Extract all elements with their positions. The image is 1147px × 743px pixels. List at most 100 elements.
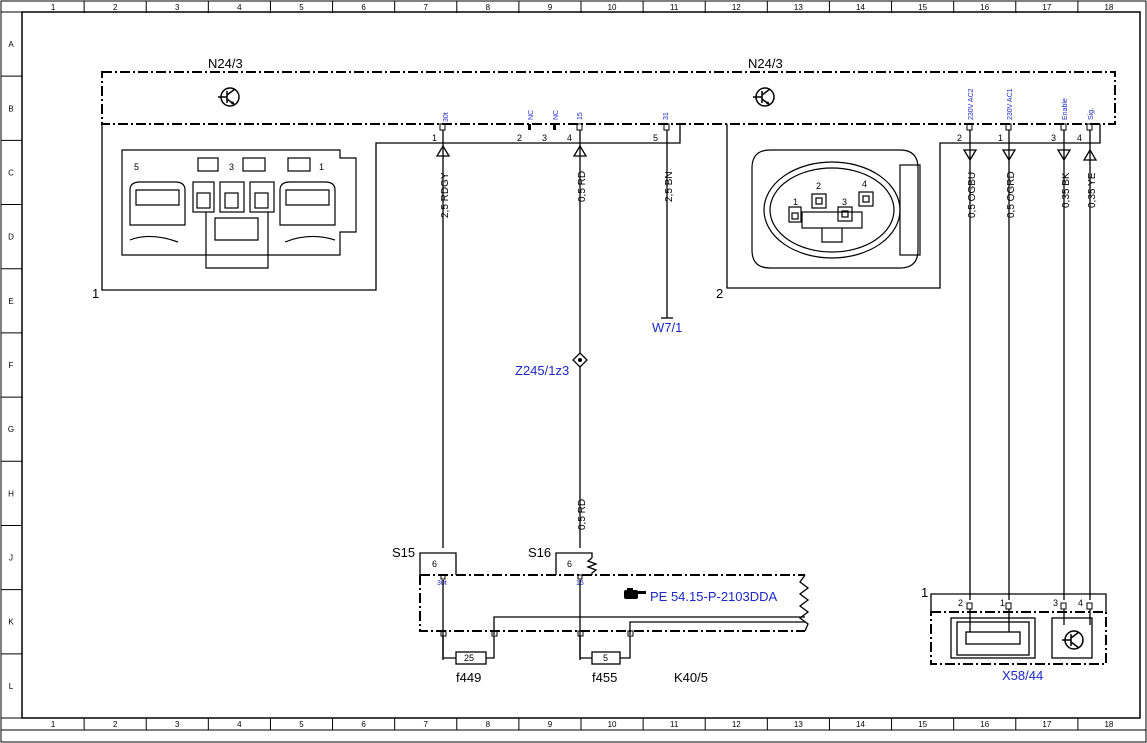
connector-1-pin-1: 1	[319, 162, 324, 172]
fuse-box-k40-5: K40/5	[419, 574, 810, 685]
transistor-icon	[753, 87, 775, 107]
fuse-f449: 25 f449	[442, 636, 495, 685]
grid-column-label: 7	[423, 3, 428, 12]
svg-text:0,35 BK: 0,35 BK	[1061, 172, 1072, 208]
grid-row-label: A	[8, 40, 14, 49]
svg-text:31: 31	[663, 112, 670, 120]
connector-2-pin-4: 4	[862, 179, 867, 189]
grid-column-label: 11	[670, 3, 679, 12]
svg-text:2,5 RDGY: 2,5 RDGY	[440, 172, 451, 218]
heater-element-icon	[950, 617, 1036, 659]
grid-column-label: 10	[608, 720, 617, 729]
pin-4-sig: 4 Sig.	[1077, 108, 1095, 143]
svg-text:2: 2	[957, 133, 962, 143]
grid-column-label: 3	[175, 720, 180, 729]
grid-column-label: 5	[299, 720, 304, 729]
svg-text:Sig.: Sig.	[1088, 108, 1095, 120]
grid-column-label: 17	[1042, 3, 1051, 12]
grid-column-label: 15	[918, 3, 927, 12]
transistor-icon	[218, 87, 240, 107]
grid-column-label: 4	[237, 720, 242, 729]
svg-text:3: 3	[1053, 598, 1058, 608]
grid-column-label: 18	[1104, 720, 1113, 729]
connector-2-pin-1: 1	[793, 197, 798, 207]
svg-text:0,5 RD: 0,5 RD	[577, 171, 588, 202]
grid-column-label: 18	[1104, 3, 1113, 12]
svg-text:15: 15	[577, 112, 584, 120]
svg-text:2: 2	[517, 133, 522, 143]
wire-0-5-ogbu: 0,5 OGBU	[962, 130, 978, 600]
pin-2-nc: 2 NC	[517, 110, 535, 143]
grid-column-label: 9	[548, 3, 553, 12]
pin-1-230v-ac1: 1 230V AC1	[998, 88, 1014, 143]
grid-column-label: 14	[856, 3, 865, 12]
pin-2-230v-ac2: 2 230V AC2	[957, 88, 975, 143]
grid-column-label: 7	[423, 720, 428, 729]
svg-text:6: 6	[567, 559, 572, 569]
pin-4-15: 4 15	[567, 112, 584, 143]
grid-column-label: 6	[361, 720, 366, 729]
connector-2-pin-3: 3	[842, 197, 847, 207]
grid-column-label: 8	[486, 3, 491, 12]
svg-text:NC: NC	[553, 110, 560, 120]
pin-1-30t: 1 30t	[432, 112, 450, 143]
svg-text:X58/44: X58/44	[1002, 668, 1043, 683]
grid-column-label: 10	[608, 3, 617, 12]
svg-text:0,35 YE: 0,35 YE	[1087, 172, 1098, 208]
splice-label: Z245/1z3	[515, 363, 569, 378]
grid-row-label: G	[8, 425, 14, 434]
grid-column-label: 1	[51, 3, 56, 12]
svg-text:2,5 BN: 2,5 BN	[664, 171, 675, 202]
pin-3-nc: 3 NC	[542, 110, 560, 143]
switch-s16: S16 6 15	[528, 545, 598, 587]
grid-column-label: 15	[918, 720, 927, 729]
n24-left-label: N24/3	[208, 56, 243, 71]
svg-text:5: 5	[603, 653, 608, 663]
connector-2-view	[751, 149, 921, 269]
svg-text:1: 1	[921, 585, 928, 600]
svg-text:1: 1	[1000, 598, 1005, 608]
grid-column-label: 11	[670, 720, 679, 729]
grid-column-label: 13	[794, 720, 803, 729]
svg-text:0,5 OGBU: 0,5 OGBU	[967, 172, 978, 218]
svg-text:2: 2	[958, 598, 963, 608]
grid-column-label: 16	[980, 720, 989, 729]
grid-column-label: 8	[486, 720, 491, 729]
grid-row-label: D	[8, 233, 14, 242]
wire-0-5-ogrd: 0,5 OGRD	[1001, 130, 1017, 600]
wire-0-35-bk: 0,35 BK	[1056, 130, 1072, 600]
grid-column-label: 9	[548, 720, 553, 729]
svg-text:4: 4	[1077, 133, 1082, 143]
svg-text:NC: NC	[528, 110, 535, 120]
svg-text:f455: f455	[592, 670, 617, 685]
svg-text:f449: f449	[456, 670, 481, 685]
wire-0-5-rd-lower: 0,5 RD	[577, 499, 588, 530]
connector-1-index: 1	[92, 286, 99, 301]
connector-1-outline: 1	[92, 124, 681, 301]
splice-z245: Z245/1z3	[515, 352, 588, 378]
switch-s15: S15 6 30t	[392, 545, 457, 587]
grid-column-label: 2	[113, 3, 118, 12]
svg-text:1: 1	[998, 133, 1003, 143]
n24-module-box: N24/3 N24/3	[101, 56, 1116, 125]
svg-text:4: 4	[567, 133, 572, 143]
svg-text:S15: S15	[392, 545, 415, 560]
connector-1-pin-5: 5	[134, 162, 139, 172]
svg-text:5: 5	[653, 133, 658, 143]
grid-column-label: 6	[361, 3, 366, 12]
svg-text:230V AC1: 230V AC1	[1007, 88, 1014, 120]
grid-column-label: 17	[1042, 720, 1051, 729]
svg-text:S16: S16	[528, 545, 551, 560]
grid-row-label: E	[8, 297, 13, 306]
grid-row-label: F	[9, 361, 14, 370]
grid-column-label: 1	[51, 720, 56, 729]
grid-row-label: B	[8, 104, 13, 113]
svg-text:0,5 RD: 0,5 RD	[577, 499, 588, 530]
connector-1-pin-3: 3	[229, 162, 234, 172]
pointing-hand-icon	[624, 588, 646, 599]
n24-right-label: N24/3	[748, 56, 783, 71]
wire-2-5-bn: 2,5 BN W7/1	[652, 130, 682, 335]
